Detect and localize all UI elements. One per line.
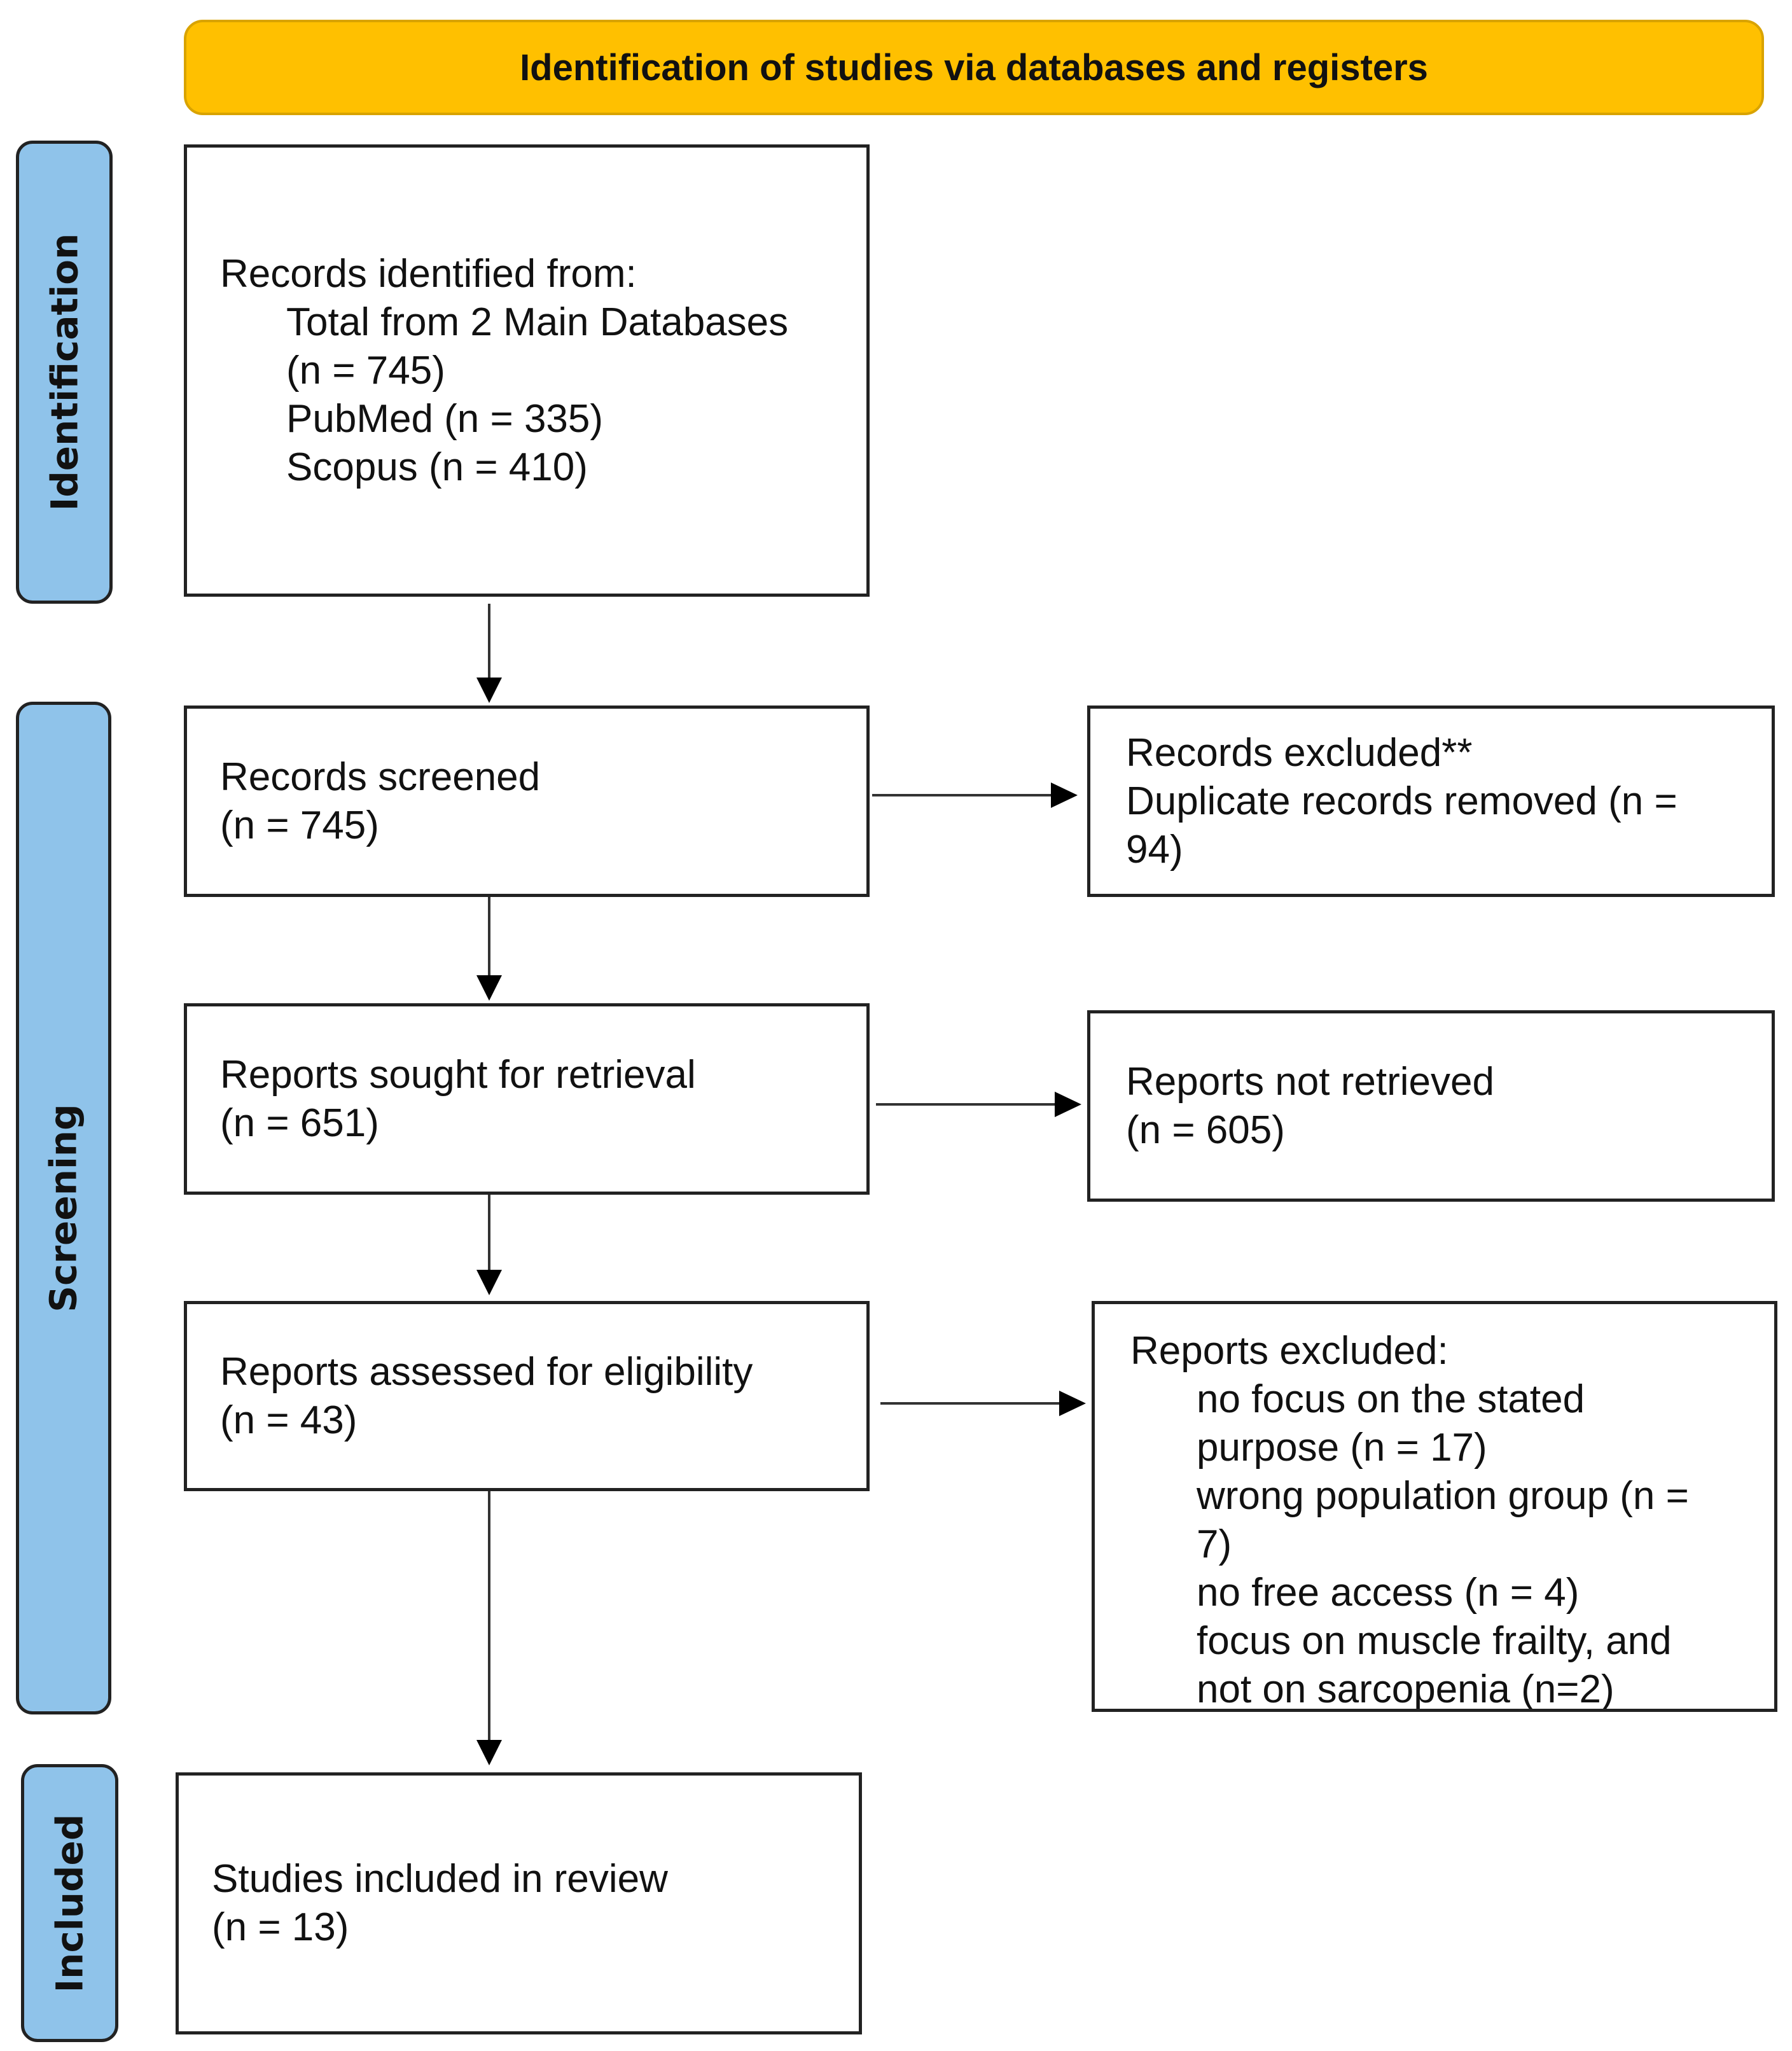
box-line: Scopus (n = 410) xyxy=(286,445,588,489)
box-count: (n = 43) xyxy=(220,1398,358,1442)
box-line: wrong population group (n = xyxy=(1197,1474,1689,1518)
box-title: Reports assessed for eligibility xyxy=(220,1349,753,1394)
phase-label: Identification xyxy=(43,233,86,511)
header-title: Identification of studies via databases … xyxy=(520,46,1428,88)
studies-included-box: Studies included in review (n = 13) xyxy=(176,1772,862,2034)
box-count: (n = 605) xyxy=(1126,1108,1285,1152)
box-count: (n = 13) xyxy=(212,1905,349,1949)
box-title: Reports sought for retrieval xyxy=(220,1052,696,1097)
arrow-down-icon xyxy=(476,1740,502,1765)
box-title: Reports excluded: xyxy=(1130,1329,1448,1373)
box-line: (n = 745) xyxy=(286,348,445,393)
box-count: (n = 745) xyxy=(220,803,379,847)
phase-identification: Identification xyxy=(16,141,113,604)
arrow-down-icon xyxy=(476,1270,502,1295)
header-banner: Identification of studies via databases … xyxy=(184,20,1764,115)
arrow-line xyxy=(488,1491,490,1741)
records-identified-box: Records identified from: Total from 2 Ma… xyxy=(184,144,870,597)
phase-label: Screening xyxy=(42,1104,86,1312)
box-title: Records screened xyxy=(220,754,541,799)
box-title: Studies included in review xyxy=(212,1857,668,1901)
arrow-right-icon xyxy=(1059,1391,1086,1416)
reports-not-retrieved-box: Reports not retrieved (n = 605) xyxy=(1087,1010,1775,1202)
box-line: not on sarcopenia (n=2) xyxy=(1197,1667,1615,1711)
arrow-right-icon xyxy=(1051,782,1078,808)
box-line: no focus on the stated xyxy=(1197,1377,1585,1421)
box-line: 7) xyxy=(1197,1522,1232,1566)
phase-label: Included xyxy=(48,1814,92,1992)
box-line: purpose (n = 17) xyxy=(1197,1426,1487,1470)
records-screened-box: Records screened (n = 745) xyxy=(184,706,870,897)
arrow-line xyxy=(488,604,490,679)
records-excluded-box: Records excluded** Duplicate records rem… xyxy=(1087,706,1775,897)
arrow-line xyxy=(876,1103,1057,1106)
box-line: Duplicate records removed (n = xyxy=(1126,779,1677,823)
reports-assessed-box: Reports assessed for eligibility (n = 43… xyxy=(184,1301,870,1491)
box-line: no free access (n = 4) xyxy=(1197,1571,1580,1615)
arrow-line xyxy=(880,1402,1061,1405)
arrow-line xyxy=(488,897,490,977)
arrow-right-icon xyxy=(1055,1092,1081,1117)
box-line: PubMed (n = 335) xyxy=(286,396,604,441)
reports-sought-box: Reports sought for retrieval (n = 651) xyxy=(184,1003,870,1195)
arrow-down-icon xyxy=(476,975,502,1001)
box-title: Records identified from: xyxy=(220,251,637,296)
box-line: Records excluded** xyxy=(1126,730,1473,775)
reports-excluded-box: Reports excluded: no focus on the stated… xyxy=(1092,1301,1777,1712)
arrow-down-icon xyxy=(476,678,502,703)
arrow-line xyxy=(488,1195,490,1271)
phase-screening: Screening xyxy=(16,702,111,1714)
phase-included: Included xyxy=(21,1764,118,2042)
arrow-line xyxy=(872,794,1053,796)
box-line: focus on muscle frailty, and xyxy=(1197,1619,1672,1663)
box-title: Reports not retrieved xyxy=(1126,1059,1494,1104)
box-line: 94) xyxy=(1126,827,1183,872)
box-line: Total from 2 Main Databases xyxy=(286,300,789,344)
box-count: (n = 651) xyxy=(220,1101,379,1145)
